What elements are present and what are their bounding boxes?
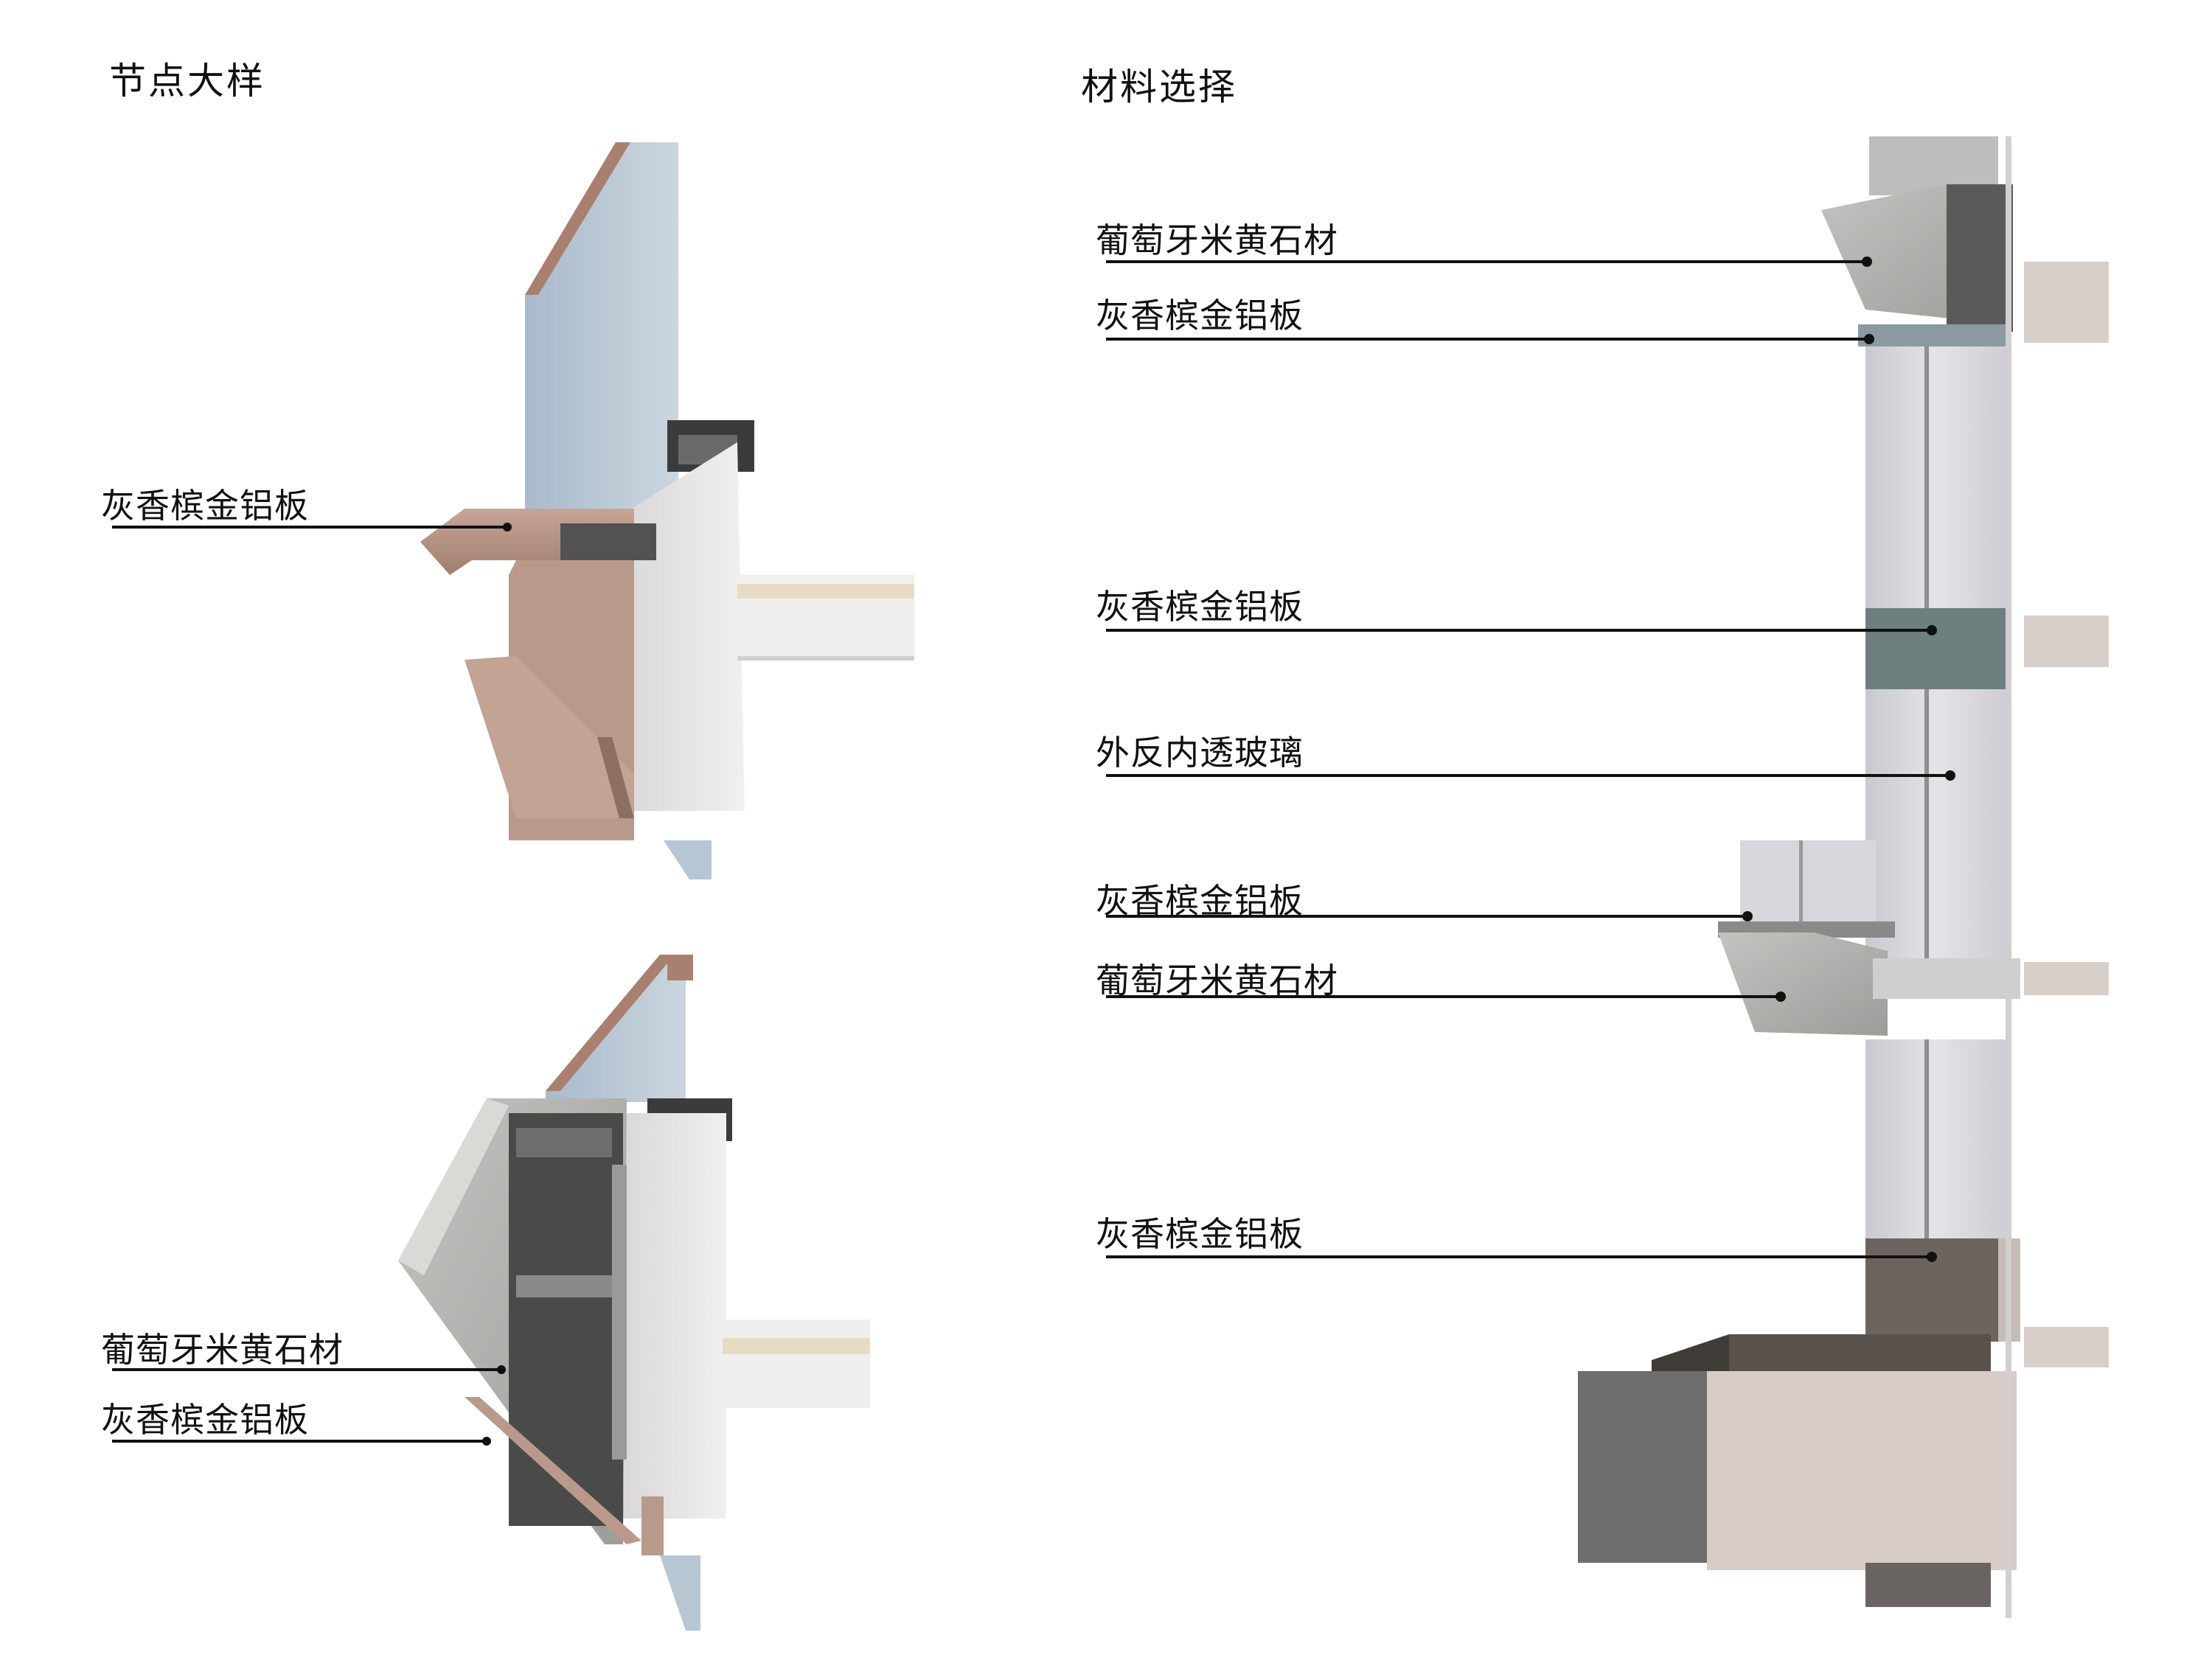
planter-base [1865, 1563, 1991, 1607]
mid-aluminum-spandrel [1865, 608, 2006, 689]
lower-top-cap [667, 955, 693, 980]
lower-mullion [1924, 1039, 1929, 1242]
floor-slab-4 [2024, 1327, 2109, 1367]
sill-stone-cladding [1718, 933, 1888, 1036]
lower-aluminum-strip [465, 1397, 641, 1544]
label-mid-aluminum-panel: 灰香槟金铝板 [1096, 587, 1304, 627]
upper-aluminum-groove [597, 737, 634, 818]
lower-tail-glass [660, 1555, 700, 1631]
leader-dot-mid-aluminum [1927, 625, 1937, 635]
label-sill-aluminum-panel: 灰香槟金铝板 [1096, 881, 1304, 921]
granite-top [1729, 1334, 1991, 1375]
balcony-glass-railing [1740, 840, 1877, 925]
leader-dot-top-stone [1862, 257, 1872, 267]
label-upper-aluminum-panel: 灰香槟金铝板 [101, 486, 309, 526]
planter-side [1578, 1371, 1711, 1563]
lower-curtain-glass [1865, 1039, 2006, 1242]
lower-subframe-top [516, 1128, 612, 1157]
floor-slab-1 [2024, 262, 2109, 343]
mid-mullion [1924, 689, 1929, 958]
upper-lower-glass [664, 840, 712, 879]
upper-sill-bracket [560, 523, 656, 560]
lower-floor-insulation [723, 1338, 870, 1354]
label-bottom-aluminum-panel: 灰香槟金铝板 [1096, 1214, 1304, 1254]
lower-window-node-detail [112, 955, 870, 1631]
upper-glass-edge-trim [525, 142, 630, 295]
upper-glass-pane [525, 142, 678, 525]
lower-aluminum-foot [641, 1496, 664, 1555]
lower-subframe-mid [516, 1275, 612, 1297]
lower-steel-subframe [509, 1113, 623, 1526]
top-coping-backing [1947, 184, 2013, 332]
label-top-aluminum-panel: 灰香槟金铝板 [1096, 296, 1304, 335]
material-section-title: 材料选择 [1081, 66, 1237, 108]
sill-ledge [1873, 958, 2020, 999]
label-lower-stone: 葡萄牙米黄石材 [101, 1330, 344, 1370]
leader-dot-lower-stone [497, 1365, 506, 1374]
detail-section-title: 节点大样 [109, 60, 265, 102]
floor-slab-2 [2024, 616, 2109, 667]
lower-stone-edge [398, 1098, 509, 1275]
leader-dot-lower-aluminum [482, 1437, 491, 1446]
leader-dot-sill-aluminum [1742, 911, 1753, 921]
facade-section-elevation [1106, 136, 2109, 1618]
lower-floor-slab [723, 1320, 870, 1408]
upper-window-node-detail [112, 142, 914, 879]
label-glass: 外反内透玻璃 [1096, 733, 1304, 773]
leader-dot-glass [1945, 770, 1955, 781]
leader-dot-sill-stone [1775, 991, 1786, 1002]
top-aluminum-band [1858, 324, 2006, 346]
leader-dot-bottom-aluminum [1927, 1252, 1937, 1262]
mid-curtain-glass [1865, 689, 2006, 958]
floor-slab-3 [2024, 962, 2109, 995]
label-lower-aluminum-panel: 灰香槟金铝板 [101, 1400, 309, 1440]
upper-mullion [1924, 346, 1929, 619]
leader-dot-upper-aluminum [503, 523, 512, 531]
upper-aluminum-drip [465, 656, 634, 818]
lower-concrete-wall [623, 1113, 726, 1519]
upper-curtain-glass [1865, 346, 2006, 619]
label-top-stone: 葡萄牙米黄石材 [1096, 220, 1338, 260]
leader-dot-top-aluminum [1864, 334, 1874, 344]
upper-slab-underside [737, 656, 914, 661]
label-sill-stone: 葡萄牙米黄石材 [1096, 961, 1338, 1000]
lower-subframe-post [612, 1165, 627, 1460]
lower-glass-edge-trim [546, 955, 675, 1091]
upper-floor-insulation [737, 584, 914, 599]
planter-front [1707, 1371, 2017, 1570]
facade-edge [2006, 136, 2011, 1618]
railing-post [1799, 840, 1803, 925]
